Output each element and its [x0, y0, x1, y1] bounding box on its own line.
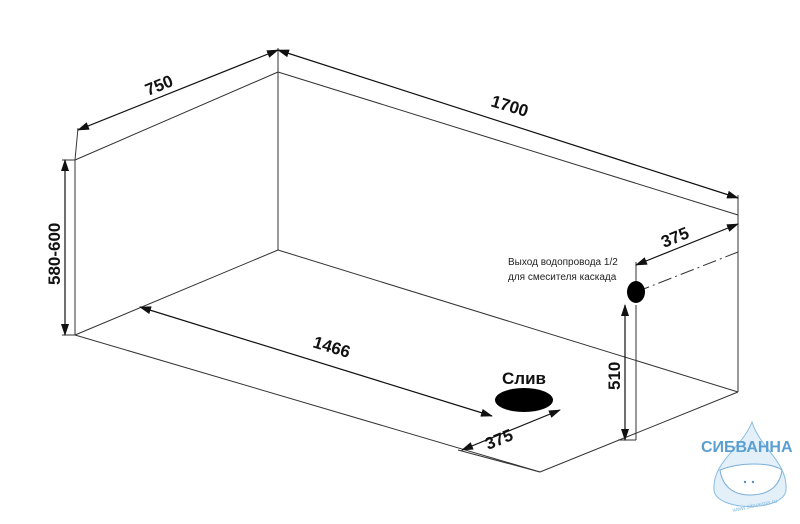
faucet-outlet — [627, 281, 645, 303]
dim-line-faucet-375 — [635, 223, 739, 266]
dimension-lines — [61, 49, 739, 451]
dim-label-height: 580-600 — [45, 223, 64, 285]
faucet-note-line2: для смесителя каскада — [508, 272, 617, 283]
box-outline — [62, 48, 739, 473]
dim-line-1700 — [277, 49, 739, 199]
dim-label-1700: 1700 — [489, 92, 531, 121]
logo-name: СИБВАННА — [701, 439, 793, 456]
dim-line-750 — [77, 49, 279, 131]
dim-label-510: 510 — [605, 362, 624, 390]
dim-label-750: 750 — [142, 71, 175, 99]
sibvanna-logo: СИБВАННА www.sibvanna.ru — [701, 420, 793, 514]
faucet-note-line1: Выход водопровода 1/2 — [508, 257, 618, 268]
dim-line-drain-375 — [461, 409, 561, 451]
drain-label: Слив — [502, 369, 546, 388]
dim-label-1466: 1466 — [311, 333, 353, 362]
dim-label-faucet-375: 375 — [658, 223, 691, 251]
dim-line-1466 — [139, 306, 493, 417]
drain-hole — [495, 388, 553, 412]
